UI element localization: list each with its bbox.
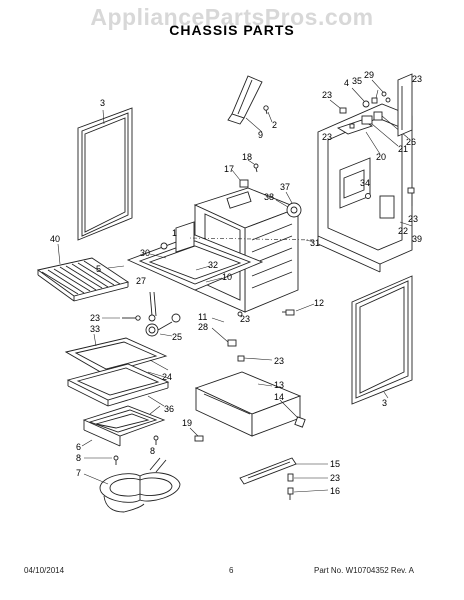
callout-15: 15 bbox=[330, 459, 340, 469]
callout-4: 4 bbox=[344, 78, 349, 88]
screw-12[interactable] bbox=[282, 309, 295, 316]
callout-29: 29 bbox=[364, 70, 374, 80]
callout-21: 21 bbox=[398, 144, 408, 154]
broil-element[interactable] bbox=[99, 457, 181, 513]
callout-8-left: 8 bbox=[76, 453, 81, 463]
footer-date: 04/10/2014 bbox=[24, 566, 65, 575]
callout-18: 18 bbox=[242, 152, 252, 162]
callout-7: 7 bbox=[76, 468, 81, 478]
callout-26: 26 bbox=[406, 137, 416, 147]
part-19[interactable] bbox=[194, 435, 204, 442]
callout-37: 37 bbox=[280, 182, 290, 192]
part-4[interactable] bbox=[371, 97, 378, 104]
callout-3-left: 3 bbox=[100, 98, 105, 108]
callout-23-left: 23 bbox=[90, 313, 100, 323]
screw-8-left[interactable] bbox=[113, 455, 119, 465]
callout-23-right: 23 bbox=[408, 214, 418, 224]
callout-30: 30 bbox=[140, 248, 150, 258]
footer-page-number: 6 bbox=[229, 566, 234, 575]
callout-23-back: 23 bbox=[322, 132, 332, 142]
callout-13: 13 bbox=[274, 380, 284, 390]
screw-2[interactable] bbox=[263, 105, 269, 115]
part-34[interactable] bbox=[365, 193, 371, 199]
vent-bracket[interactable] bbox=[160, 221, 195, 253]
callout-19: 19 bbox=[182, 418, 192, 428]
callout-23-bottom: 23 bbox=[274, 356, 284, 366]
callout-17: 17 bbox=[224, 164, 234, 174]
callout-23-center: 23 bbox=[240, 314, 250, 324]
rear-bracket[interactable] bbox=[397, 73, 413, 137]
broiler-pan[interactable] bbox=[66, 363, 170, 407]
callout-14: 14 bbox=[274, 392, 284, 402]
callout-16: 16 bbox=[330, 486, 340, 496]
screw-23-bottom[interactable] bbox=[237, 355, 245, 362]
callout-10: 10 bbox=[222, 272, 232, 282]
callout-34: 34 bbox=[360, 178, 370, 188]
storage-drawer[interactable] bbox=[194, 371, 302, 437]
screw-23-center[interactable] bbox=[237, 311, 243, 317]
callout-31: 31 bbox=[310, 238, 320, 248]
screw-23-left[interactable] bbox=[122, 315, 141, 321]
callout-20: 20 bbox=[376, 152, 386, 162]
callout-8-right: 8 bbox=[150, 446, 155, 456]
callout-40: 40 bbox=[50, 234, 60, 244]
callout-32: 32 bbox=[208, 260, 218, 270]
callout-22: 22 bbox=[398, 226, 408, 236]
callout-3-right: 3 bbox=[382, 398, 387, 408]
callout-36: 36 bbox=[164, 404, 174, 414]
oven-sensor-27[interactable] bbox=[148, 291, 157, 322]
screw-23-right[interactable] bbox=[407, 187, 415, 194]
callout-11: 11 bbox=[198, 312, 207, 322]
callout-35: 35 bbox=[352, 76, 362, 86]
screw-8-right[interactable] bbox=[153, 435, 159, 445]
callout-1: 1 bbox=[172, 228, 177, 238]
callout-38: 38 bbox=[264, 192, 274, 202]
callout-27: 27 bbox=[136, 276, 146, 286]
right-side-panel-frame[interactable] bbox=[351, 275, 413, 405]
part-26[interactable] bbox=[373, 111, 383, 121]
part-17[interactable] bbox=[239, 179, 249, 188]
callout-23-top: 23 bbox=[322, 90, 332, 100]
page-title: CHASSIS PARTS bbox=[169, 22, 295, 38]
left-side-panel-frame[interactable] bbox=[77, 107, 133, 241]
callout-9: 9 bbox=[258, 130, 263, 140]
watermark: AppliancePartsPros.com bbox=[90, 4, 374, 30]
part-28[interactable] bbox=[227, 339, 237, 347]
thermostat-knob[interactable] bbox=[145, 313, 181, 337]
leveling-leg-16[interactable] bbox=[287, 487, 294, 500]
callout-23-top-right: 23 bbox=[412, 74, 422, 84]
part-21[interactable] bbox=[361, 115, 373, 125]
screw-18[interactable] bbox=[253, 163, 259, 173]
bake-element[interactable] bbox=[82, 405, 166, 447]
callout-28: 28 bbox=[198, 322, 208, 332]
callout-23-rail: 23 bbox=[330, 473, 340, 483]
callout-24: 24 bbox=[162, 372, 172, 382]
callout-12: 12 bbox=[314, 298, 324, 308]
gear-37[interactable] bbox=[286, 202, 302, 218]
broiler-pan-insert[interactable] bbox=[64, 337, 168, 375]
drawer-glide-14[interactable] bbox=[294, 416, 306, 428]
back-panel[interactable] bbox=[317, 103, 413, 273]
callout-33: 33 bbox=[90, 324, 100, 334]
callout-39: 39 bbox=[412, 234, 422, 244]
callout-25: 25 bbox=[172, 332, 182, 342]
callout-5: 5 bbox=[96, 264, 101, 274]
top-bracket[interactable] bbox=[227, 75, 263, 125]
footer-part-number: Part No. W10704352 Rev. A bbox=[314, 566, 414, 575]
part-29[interactable] bbox=[381, 91, 391, 103]
callout-6: 6 bbox=[76, 442, 81, 452]
part-35[interactable] bbox=[362, 100, 370, 108]
screw-23-rail[interactable] bbox=[287, 473, 294, 482]
callout-2: 2 bbox=[272, 120, 277, 130]
oven-rack[interactable] bbox=[36, 257, 130, 302]
screw-23-top[interactable] bbox=[339, 107, 347, 114]
